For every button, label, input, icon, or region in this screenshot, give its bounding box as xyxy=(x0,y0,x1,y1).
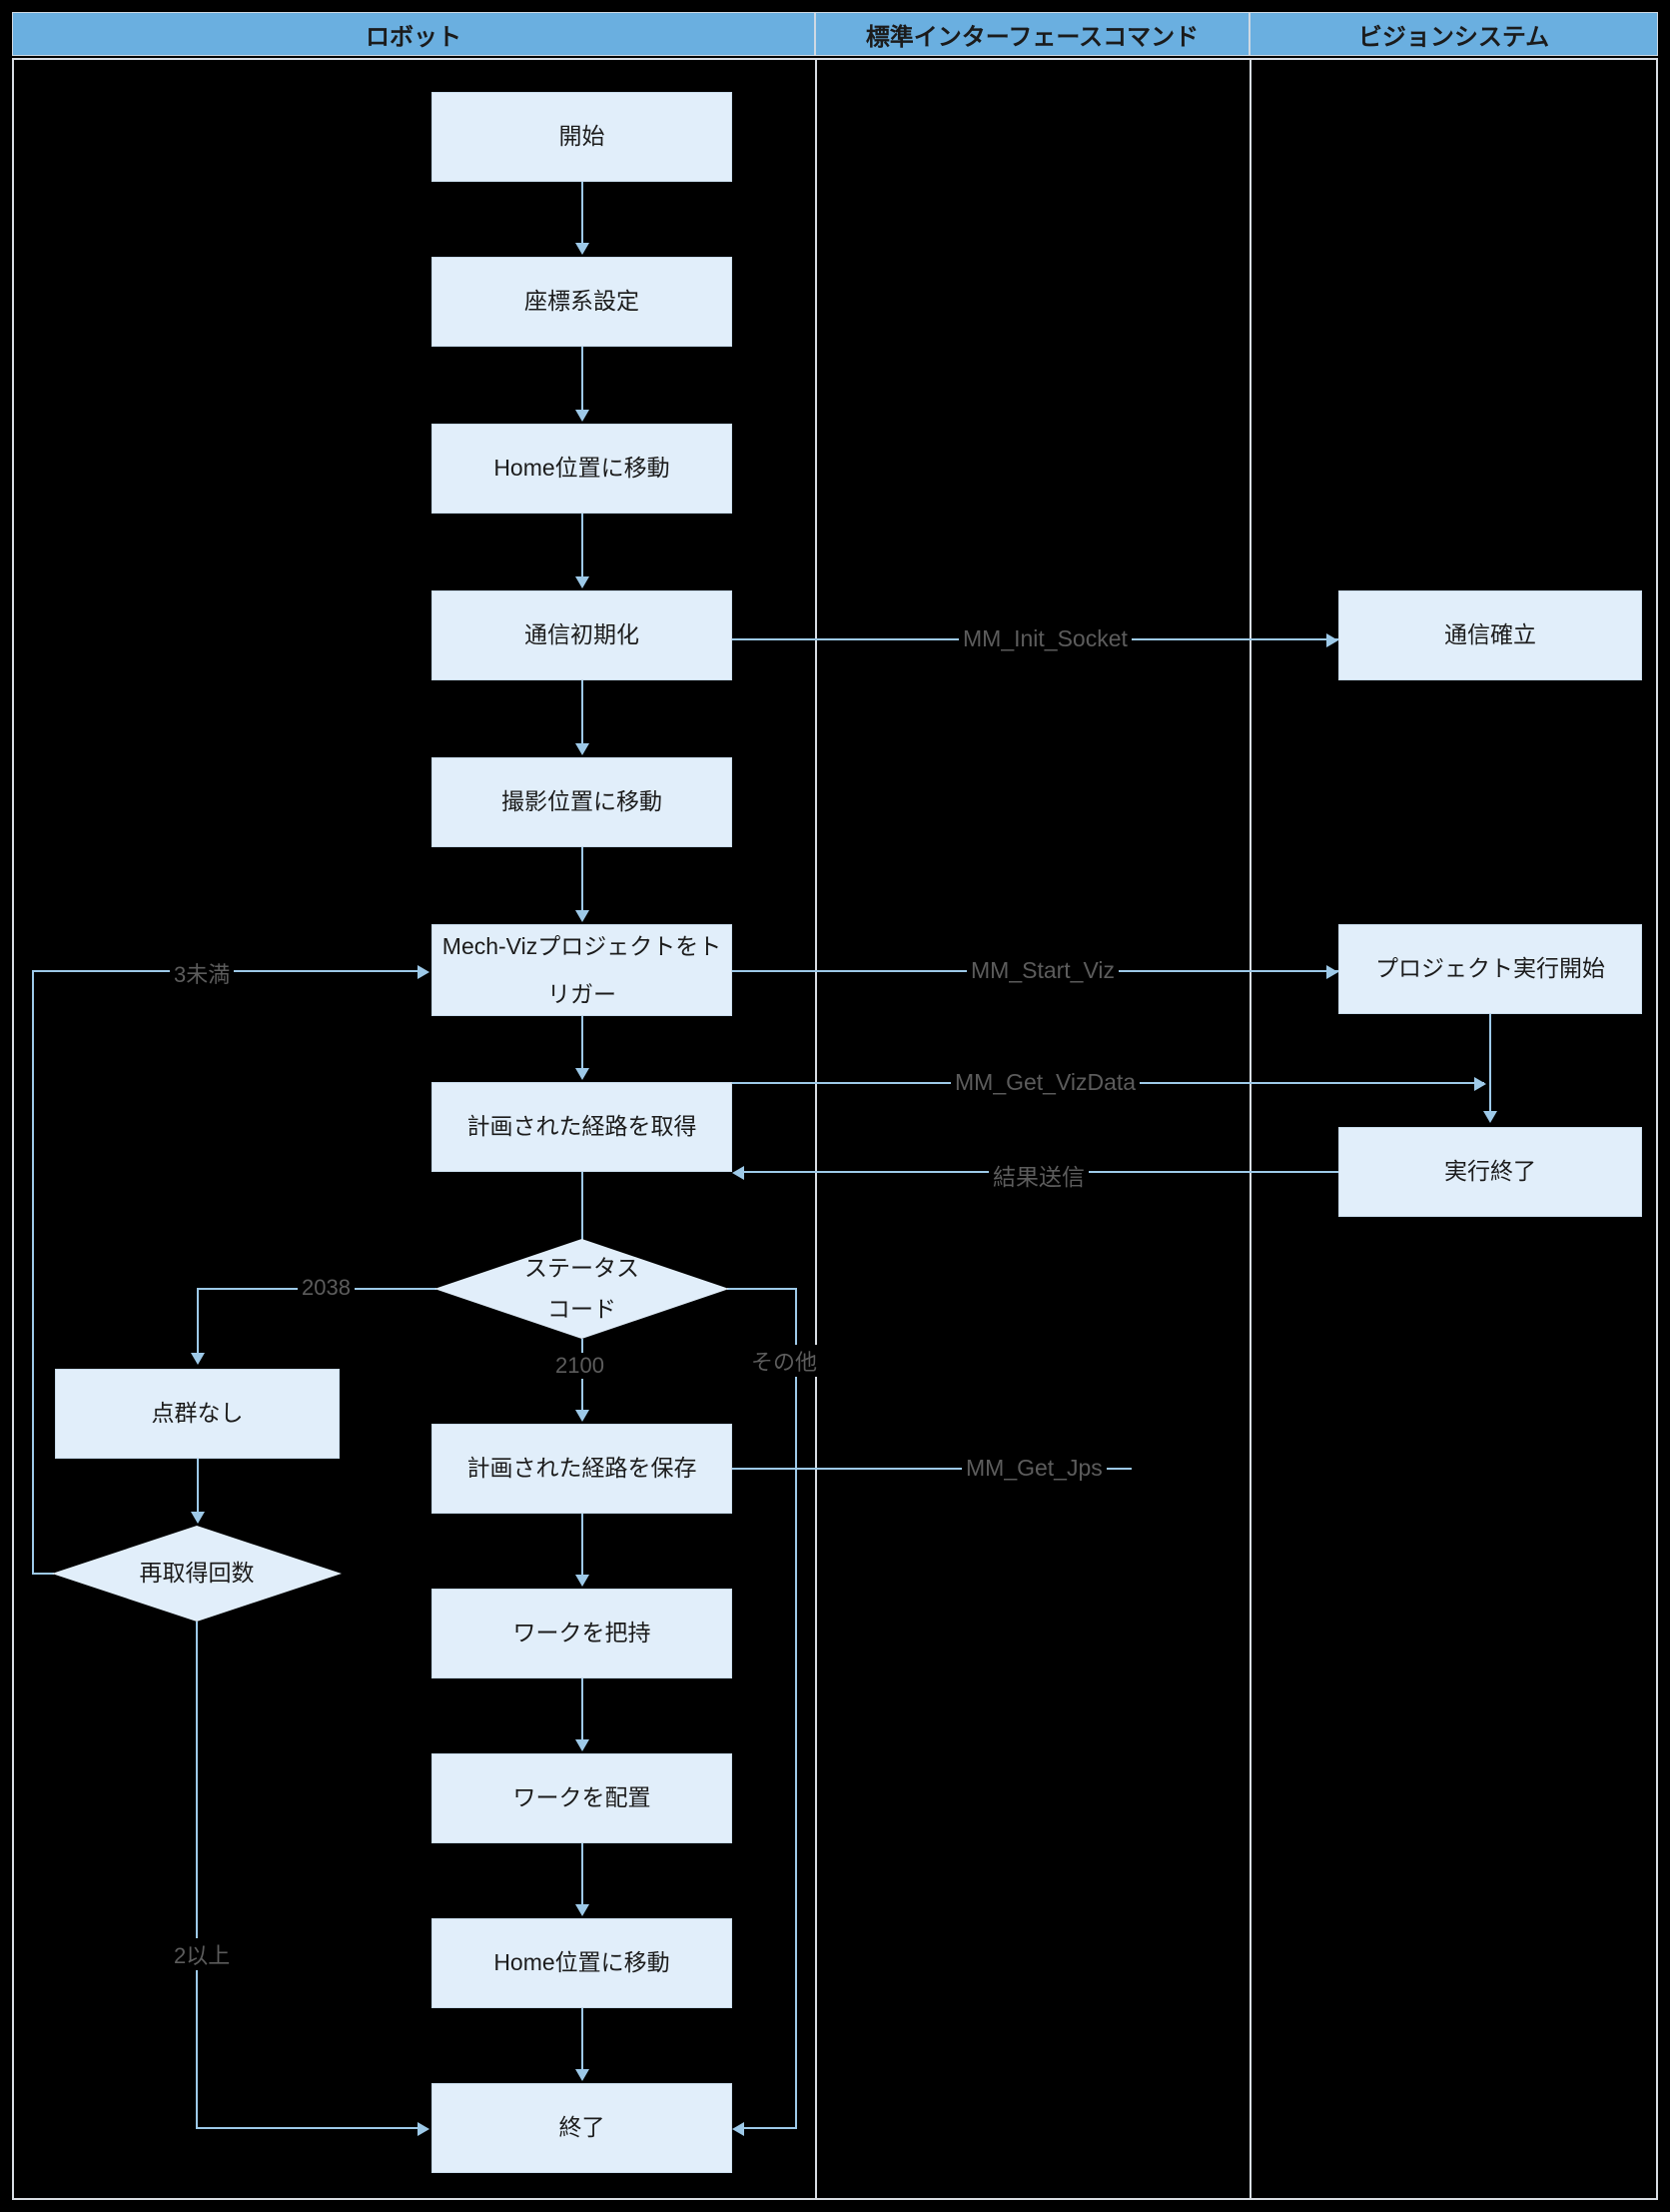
node-get-planned-path-label: 計画された経路を取得 xyxy=(466,1113,697,1140)
arrowhead-home1 xyxy=(575,410,589,422)
node-set-coordinate-system[interactable]: 座標系設定 xyxy=(431,257,732,347)
arrowhead-savepath xyxy=(575,1410,589,1422)
edge-label-mm-init-socket: MM_Init_Socket xyxy=(959,625,1132,652)
edge-status-other-v xyxy=(795,1288,797,2129)
edge-nocloud-to-retry xyxy=(197,1459,199,1514)
edge-status-2038-v xyxy=(197,1288,199,1355)
decision-status-code-label-1: ステータス xyxy=(524,1254,639,1281)
node-no-point-cloud[interactable]: 点群なし xyxy=(55,1369,340,1459)
node-end-label: 終了 xyxy=(558,2114,605,2141)
lane-header-command: 標準インターフェースコマンド xyxy=(815,12,1250,56)
arrowhead-execdone xyxy=(1483,1111,1497,1123)
arrowhead-place xyxy=(575,1739,589,1751)
node-execution-finished[interactable]: 実行終了 xyxy=(1338,1127,1642,1217)
edge-label-send-result: 結果送信 xyxy=(989,1158,1089,1192)
edge-other-to-end-h xyxy=(744,2127,797,2129)
arrowhead-projectstart xyxy=(1326,965,1338,979)
edge-place-to-home2 xyxy=(581,1843,583,1906)
node-set-coordinate-system-label: 座標系設定 xyxy=(524,288,639,315)
node-project-execution-start-label: プロジェクト実行開始 xyxy=(1375,955,1605,982)
node-pick-workpiece-label: ワークを把持 xyxy=(512,1620,651,1647)
edge-retry-2ormore-v xyxy=(196,1622,198,2129)
arrowhead-home2 xyxy=(575,1904,589,1916)
arrowhead-trigger-loopback xyxy=(418,965,429,979)
node-execution-finished-label: 実行終了 xyxy=(1444,1158,1536,1185)
edge-label-other: その他 xyxy=(747,1345,822,1377)
lane-divider-2 xyxy=(1250,58,1252,2200)
arrowhead-trigger xyxy=(575,910,589,922)
node-move-capture-position[interactable]: 撮影位置に移動 xyxy=(431,757,732,847)
arrowhead-end-from-other xyxy=(732,2122,744,2136)
edge-pick-to-place xyxy=(581,1678,583,1741)
node-init-communication-label: 通信初期化 xyxy=(524,621,639,648)
edge-retry-2ormore-h xyxy=(196,2127,419,2129)
node-move-capture-position-label: 撮影位置に移動 xyxy=(501,788,662,815)
arrowhead-getpath xyxy=(575,1068,589,1080)
edge-label-2038: 2038 xyxy=(298,1275,355,1301)
node-get-planned-path[interactable]: 計画された経路を取得 xyxy=(431,1082,732,1172)
arrowhead-end xyxy=(575,2069,589,2081)
node-start[interactable]: 開始 xyxy=(431,92,732,182)
decision-retry-count-label: 再取得回数 xyxy=(139,1560,255,1587)
decision-status-code-label-2: コード xyxy=(547,1296,616,1322)
node-communication-established[interactable]: 通信確立 xyxy=(1338,590,1642,680)
arrowhead-end-from-retry xyxy=(418,2122,429,2136)
edge-savepath-command xyxy=(732,1468,1132,1470)
arrowhead-commok xyxy=(1326,633,1338,647)
node-pick-workpiece[interactable]: ワークを把持 xyxy=(431,1589,732,1678)
arrowhead-setcoord xyxy=(575,243,589,255)
edge-retry-left-h xyxy=(32,1573,54,1575)
arrowhead-initcomm xyxy=(575,576,589,588)
node-init-communication[interactable]: 通信初期化 xyxy=(431,590,732,680)
node-move-home-2[interactable]: Home位置に移動 xyxy=(431,1918,732,2008)
node-place-workpiece[interactable]: ワークを配置 xyxy=(431,1753,732,1843)
arrowhead-result-back xyxy=(732,1166,744,1180)
lane-title-command: 標準インターフェースコマンド xyxy=(865,23,1200,51)
node-start-label: 開始 xyxy=(558,123,605,150)
lane-header-vision: ビジョンシステム xyxy=(1250,12,1658,56)
edge-trigger-to-getpath xyxy=(581,1016,583,1070)
edge-projectstart-to-execdone xyxy=(1489,1014,1491,1113)
edge-label-mm-get-jps: MM_Get_Jps xyxy=(962,1455,1107,1482)
edge-home2-to-end xyxy=(581,2008,583,2071)
edge-savepath-to-pick xyxy=(581,1514,583,1577)
edge-setcoord-to-home1 xyxy=(581,347,583,412)
lane-title-robot: ロボット xyxy=(366,23,461,51)
node-place-workpiece-label: ワークを配置 xyxy=(512,1784,651,1811)
arrowhead-capture xyxy=(575,743,589,755)
decision-retry-count[interactable]: 再取得回数 xyxy=(52,1526,342,1622)
lane-divider-1 xyxy=(815,58,817,2200)
arrowhead-getvizdata xyxy=(1474,1077,1486,1091)
arrowhead-nocloud xyxy=(191,1353,205,1365)
node-project-execution-start[interactable]: プロジェクト実行開始 xyxy=(1338,924,1642,1014)
edge-label-less-than-3: 3未満 xyxy=(170,957,235,989)
node-move-home-1[interactable]: Home位置に移動 xyxy=(431,424,732,514)
edge-getpath-to-status xyxy=(581,1172,583,1242)
edge-label-two-or-more: 2以上 xyxy=(170,1938,235,1970)
arrowhead-pick xyxy=(575,1575,589,1587)
lane-header-robot: ロボット xyxy=(12,12,815,56)
lane-title-vision: ビジョンシステム xyxy=(1357,23,1550,51)
node-save-planned-path-label: 計画された経路を保存 xyxy=(466,1455,697,1482)
node-save-planned-path[interactable]: 計画された経路を保存 xyxy=(431,1424,732,1514)
edge-label-mm-get-vizdata: MM_Get_VizData xyxy=(951,1069,1141,1096)
edge-retry-loop-v xyxy=(32,970,34,1575)
edge-start-to-setcoord xyxy=(581,182,583,245)
edge-home1-to-initcomm xyxy=(581,514,583,578)
node-trigger-mechviz-project-label: Mech-Vizプロジェクトをトリガー xyxy=(441,932,722,1007)
edge-capture-to-trigger xyxy=(581,847,583,912)
node-trigger-mechviz-project[interactable]: Mech-Vizプロジェクトをトリガー xyxy=(431,924,732,1016)
node-move-home-2-label: Home位置に移動 xyxy=(493,1949,670,1976)
node-end[interactable]: 終了 xyxy=(431,2083,732,2173)
decision-status-code[interactable]: ステータス コード xyxy=(434,1239,729,1339)
arrowhead-retry xyxy=(191,1512,205,1524)
edge-label-2100: 2100 xyxy=(551,1353,608,1379)
node-move-home-1-label: Home位置に移動 xyxy=(493,455,670,482)
edge-status-other-h xyxy=(727,1288,797,1290)
edge-initcomm-to-capture xyxy=(581,680,583,745)
edge-label-mm-start-viz: MM_Start_Viz xyxy=(967,957,1120,984)
node-no-point-cloud-label: 点群なし xyxy=(151,1400,244,1427)
node-communication-established-label: 通信確立 xyxy=(1444,621,1536,648)
